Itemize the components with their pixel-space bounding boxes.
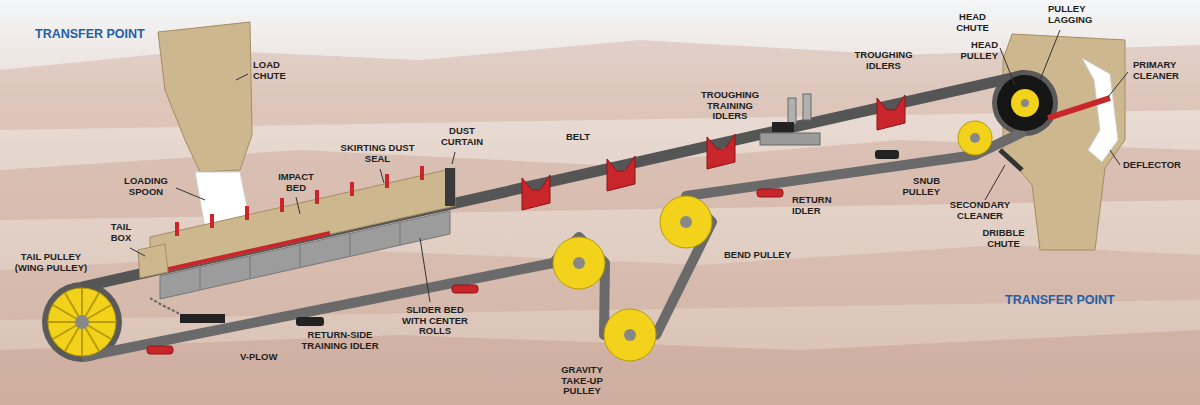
- part-label: GRAVITY TAKE-UP PULLEY: [552, 365, 612, 397]
- tail-pulley: [48, 288, 116, 356]
- return-belt: [82, 131, 1025, 357]
- skirting-box: [150, 168, 455, 275]
- part-label: SLIDER BED WITH CENTER ROLLS: [395, 305, 475, 337]
- part-label: SKIRTING DUST SEAL: [335, 143, 420, 164]
- deflector: [1082, 58, 1118, 162]
- part-label: DRIBBLE CHUTE: [976, 228, 1031, 249]
- leader-lines: [130, 30, 1128, 302]
- skirt-clamps: [175, 166, 424, 236]
- training-idler: [760, 94, 820, 145]
- return-side-training-idler: [296, 317, 324, 326]
- impact-bed: [160, 233, 330, 271]
- part-label: V-PLOW: [240, 352, 290, 363]
- primary-cleaner: [1048, 98, 1110, 118]
- part-label: BELT: [566, 132, 601, 143]
- part-label: HEAD PULLEY: [950, 40, 998, 61]
- head-pulley: [997, 75, 1053, 131]
- take-up-pulleys: [553, 196, 712, 361]
- v-plow: [180, 314, 225, 323]
- part-label: BEND PULLEY: [724, 250, 799, 261]
- part-label: HEAD CHUTE: [950, 12, 995, 33]
- load-chute: [158, 22, 252, 172]
- part-label: SNUB PULLEY: [892, 176, 940, 197]
- part-label: PRIMARY CLEANER: [1133, 60, 1195, 81]
- part-label: TAIL BOX: [100, 222, 142, 243]
- part-label: SECONDARY CLEANER: [945, 200, 1015, 221]
- v-plow-chain: [150, 298, 180, 314]
- part-label: TROUGHING TRAINING IDLERS: [690, 90, 770, 122]
- return-training-idler: [875, 150, 899, 159]
- snub-pulley: [958, 121, 992, 155]
- head-chute: [1003, 34, 1125, 250]
- part-label: DUST CURTAIN: [432, 126, 492, 147]
- part-label: TAIL PULLEY (WING PULLEY): [6, 252, 96, 273]
- part-label: DEFLECTOR: [1123, 160, 1193, 171]
- transfer-point-label: TRANSFER POINT: [35, 27, 145, 41]
- part-label: RETURN IDLER: [792, 195, 844, 216]
- part-label: LOAD CHUTE: [253, 60, 298, 81]
- transfer-point-label: TRANSFER POINT: [1005, 293, 1115, 307]
- return-idlers: [147, 189, 783, 354]
- part-label: TROUGHING IDLERS: [846, 50, 921, 71]
- part-label: IMPACT BED: [272, 172, 320, 193]
- part-label: PULLEY LAGGING: [1048, 4, 1103, 25]
- tail-box: [138, 244, 168, 278]
- part-label: RETURN-SIDE TRAINING IDLER: [300, 330, 380, 351]
- dust-curtain: [445, 168, 455, 206]
- part-label: LOADING SPOON: [118, 176, 174, 197]
- carrying-belt: [82, 75, 1025, 287]
